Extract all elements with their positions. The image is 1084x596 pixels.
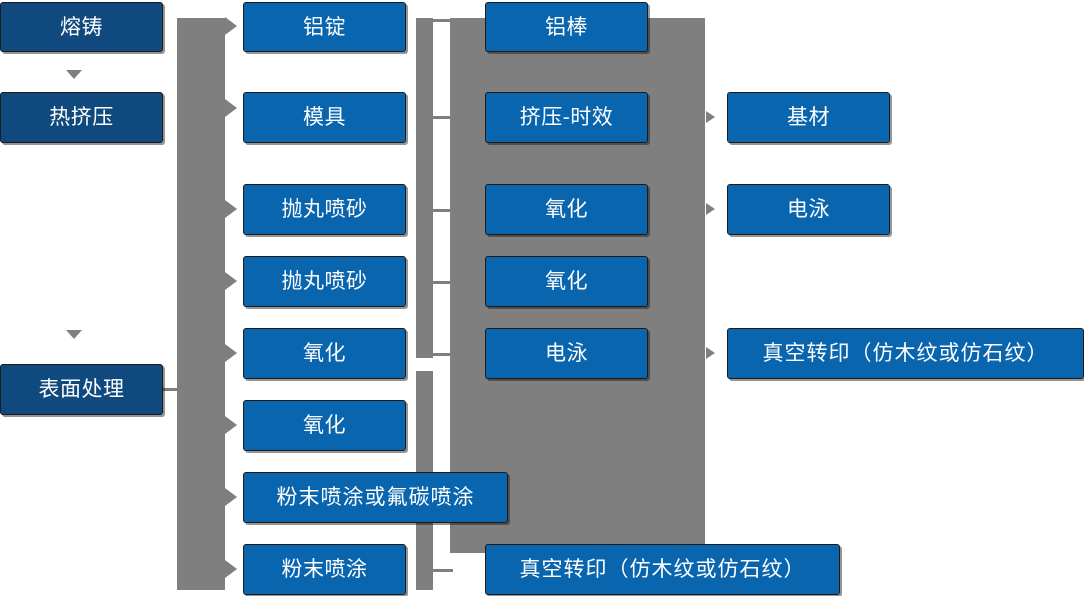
out-vacuum-transfer-label: 真空转印（仿木纹或仿石纹）	[762, 342, 1049, 365]
mid-rung-4	[433, 353, 453, 356]
mat-shot-blasting-2[interactable]: 抛丸喷砂	[243, 256, 406, 307]
stage-surface-treatment-label: 表面处理	[38, 378, 125, 401]
proc-aluminum-bar-label: 铝棒	[545, 15, 588, 39]
proc-aluminum-bar[interactable]: 铝棒	[485, 2, 648, 52]
left-trunk-bar	[177, 18, 225, 590]
surface-treatment-stub	[163, 388, 185, 391]
arrow-to-mat-0	[225, 17, 237, 35]
proc-oxidation-2-label: 氧化	[545, 270, 588, 293]
mat-powder-or-fluorocarbon-label: 粉末喷涂或氟碳喷涂	[276, 486, 475, 509]
proc-vacuum-transfer-label: 真空转印（仿木纹或仿石纹）	[519, 558, 806, 581]
mid-rung-1	[433, 116, 453, 119]
mat-aluminum-ingot[interactable]: 铝锭	[243, 2, 406, 52]
proc-oxidation-2[interactable]: 氧化	[485, 256, 648, 307]
arrow-to-out-0	[706, 111, 715, 123]
proc-oxidation-1[interactable]: 氧化	[485, 184, 648, 235]
stage-hot-extrusion[interactable]: 热挤压	[0, 92, 163, 143]
out-base-material[interactable]: 基材	[727, 92, 890, 143]
mat-oxidation-2[interactable]: 氧化	[243, 400, 406, 451]
proc-electrophoresis-label: 电泳	[545, 342, 588, 365]
arrow-to-mat-6	[225, 488, 237, 506]
arrow-to-mat-5	[225, 416, 237, 434]
stage-hot-extrusion-label: 热挤压	[49, 106, 114, 129]
proc-vacuum-transfer[interactable]: 真空转印（仿木纹或仿石纹）	[485, 544, 840, 595]
stage-melt-cast[interactable]: 熔铸	[0, 2, 163, 52]
mid-rung-2	[433, 209, 453, 212]
mat-shot-blasting-2-label: 抛丸喷砂	[281, 270, 368, 293]
out-base-material-label: 基材	[787, 106, 830, 129]
mat-oxidation-1-label: 氧化	[303, 342, 346, 365]
out-electrophoresis-label: 电泳	[787, 198, 830, 221]
stage-melt-cast-label: 熔铸	[60, 15, 103, 39]
mid-narrow-bar-upper	[416, 18, 433, 358]
out-vacuum-transfer[interactable]: 真空转印（仿木纹或仿石纹）	[727, 328, 1084, 379]
out-electrophoresis[interactable]: 电泳	[727, 184, 890, 235]
mid-rung-0	[433, 19, 453, 22]
mat-powder-or-fluorocarbon[interactable]: 粉末喷涂或氟碳喷涂	[243, 472, 508, 523]
mat-powder-coating[interactable]: 粉末喷涂	[243, 544, 406, 595]
mat-mold-label: 模具	[303, 106, 346, 129]
mat-shot-blasting-1-label: 抛丸喷砂	[281, 198, 368, 221]
mat-oxidation-2-label: 氧化	[303, 414, 346, 437]
proc-oxidation-1-label: 氧化	[545, 198, 588, 221]
mid-rung-3	[433, 281, 453, 284]
mat-aluminum-ingot-label: 铝锭	[303, 15, 346, 39]
mid-rung-5	[433, 569, 453, 572]
left-trunk-down-arrow-2	[66, 330, 82, 339]
arrow-to-mat-7	[225, 560, 237, 578]
proc-extrusion-aging-label: 挤压-时效	[519, 106, 614, 129]
proc-electrophoresis[interactable]: 电泳	[485, 328, 648, 379]
arrow-to-mat-2	[225, 200, 237, 218]
mat-powder-coating-label: 粉末喷涂	[281, 558, 368, 581]
arrow-to-out-2	[706, 347, 715, 359]
arrow-to-out-1	[706, 203, 715, 215]
arrow-to-mat-1	[225, 99, 237, 117]
mat-shot-blasting-1[interactable]: 抛丸喷砂	[243, 184, 406, 235]
arrow-to-mat-4	[225, 344, 237, 362]
mat-oxidation-1[interactable]: 氧化	[243, 328, 406, 379]
arrow-to-mat-3	[225, 272, 237, 290]
proc-extrusion-aging[interactable]: 挤压-时效	[485, 92, 648, 143]
mat-mold[interactable]: 模具	[243, 92, 406, 143]
stage-surface-treatment[interactable]: 表面处理	[0, 364, 163, 415]
left-trunk-down-arrow	[66, 70, 82, 79]
